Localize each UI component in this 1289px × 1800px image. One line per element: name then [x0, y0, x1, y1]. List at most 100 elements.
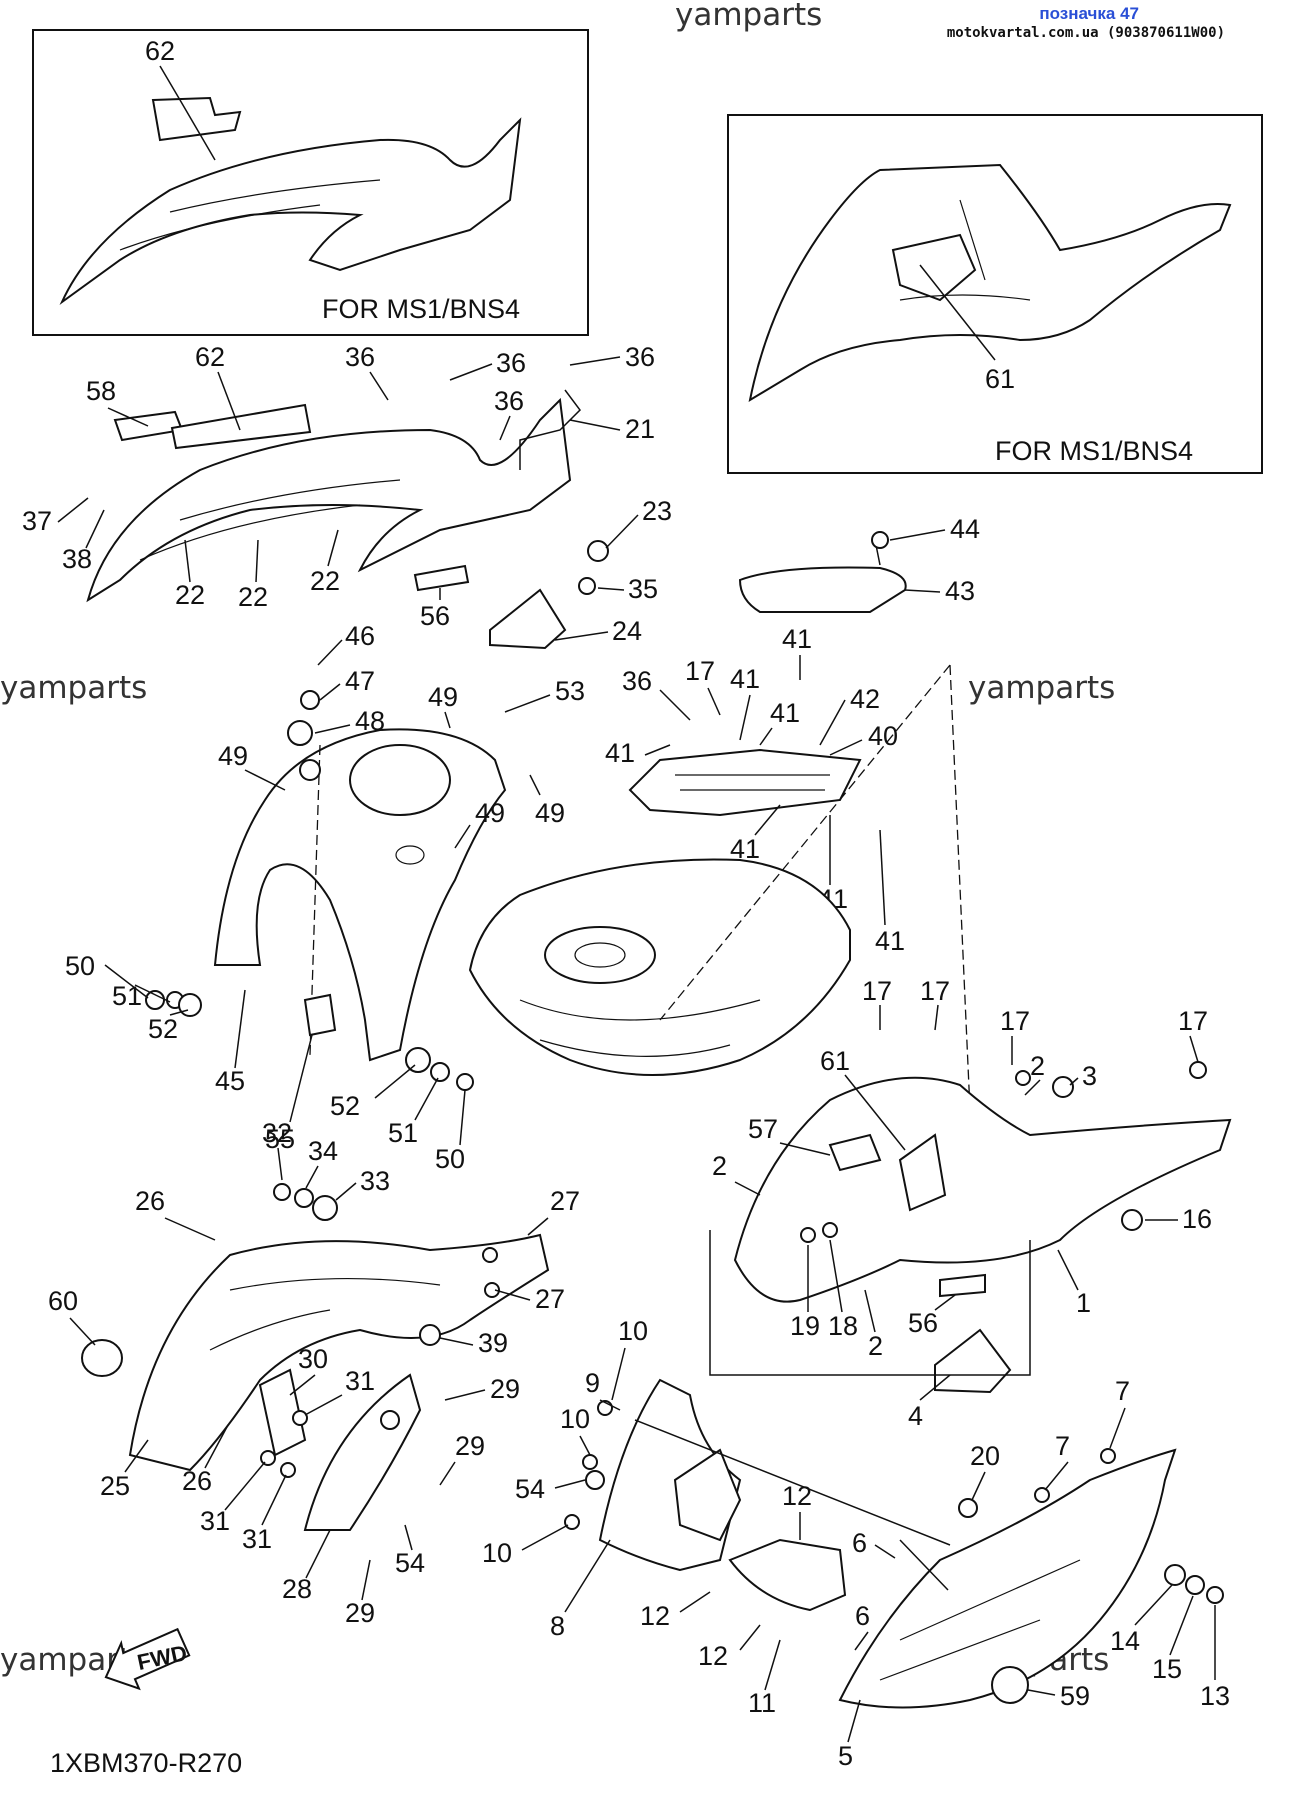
callout-46: 46 — [345, 621, 375, 651]
callout-61-inset: 61 — [985, 364, 1015, 394]
callout-61: 61 — [820, 1046, 850, 1076]
callout-10-b: 10 — [560, 1404, 590, 1434]
callout-49-d: 49 — [475, 798, 505, 828]
callout-60: 60 — [48, 1286, 78, 1316]
callout-54-b: 54 — [515, 1474, 545, 1504]
callout-22-c: 22 — [310, 566, 340, 596]
callout-59: 59 — [1060, 1681, 1090, 1711]
callout-31-c: 31 — [242, 1524, 272, 1554]
callout-6-a: 6 — [852, 1528, 867, 1558]
left-under-cover-assembly — [81, 1183, 550, 1531]
callout-39: 39 — [478, 1328, 508, 1358]
callout-17-d: 17 — [1000, 1006, 1030, 1036]
callout-2-a: 2 — [1030, 1051, 1045, 1081]
watermark-left: yamparts — [0, 670, 147, 706]
callout-55: 55 — [265, 1124, 295, 1154]
callout-19: 19 — [790, 1311, 820, 1341]
callout-52-a: 52 — [148, 1014, 178, 1044]
inset-box-left: 62 FOR MS1/BNS4 — [32, 29, 589, 336]
callout-62: 62 — [195, 342, 225, 372]
callout-12-c: 12 — [698, 1641, 728, 1671]
callout-36-b: 36 — [496, 348, 526, 378]
callout-34: 34 — [308, 1136, 338, 1166]
callout-53: 53 — [555, 676, 585, 706]
callout-27-b: 27 — [535, 1284, 565, 1314]
diagram-code: 1XBM370-R270 — [50, 1748, 242, 1778]
callout-29-b: 29 — [455, 1431, 485, 1461]
inset-caption-right: FOR MS1/BNS4 — [995, 436, 1193, 466]
callout-17-e: 17 — [1178, 1006, 1208, 1036]
callout-38: 38 — [62, 544, 92, 574]
callout-30: 30 — [298, 1344, 328, 1374]
page-marker-label: позначка 47 — [1039, 4, 1139, 23]
callout-41-g: 41 — [875, 926, 905, 956]
callout-35: 35 — [628, 574, 658, 604]
callout-44: 44 — [950, 514, 980, 544]
callout-4: 4 — [908, 1401, 923, 1431]
callout-41-a: 41 — [782, 624, 812, 654]
callout-29-c: 29 — [345, 1598, 375, 1628]
watermark-right: yamparts — [968, 670, 1115, 706]
callout-8: 8 — [550, 1611, 565, 1641]
callout-14: 14 — [1110, 1626, 1140, 1656]
callout-29-a: 29 — [490, 1374, 520, 1404]
callout-17-a: 17 — [685, 656, 715, 686]
callout-5: 5 — [838, 1741, 853, 1771]
callout-2-b: 2 — [712, 1151, 727, 1181]
callout-2-c: 2 — [868, 1331, 883, 1361]
callout-15: 15 — [1152, 1654, 1182, 1684]
callout-22-a: 22 — [175, 580, 205, 610]
callout-51-b: 51 — [388, 1118, 418, 1148]
callout-17-b: 17 — [862, 976, 892, 1006]
callout-12-b: 12 — [640, 1601, 670, 1631]
callout-49-a: 49 — [218, 741, 248, 771]
callout-11: 11 — [748, 1688, 776, 1718]
inset-caption-left: FOR MS1/BNS4 — [322, 294, 520, 324]
lower-cowl-assembly — [564, 1378, 1224, 1709]
callout-9: 9 — [585, 1368, 600, 1398]
source-site-text: motokvartal.com.ua (903870611W00) — [946, 25, 1225, 41]
callout-36-c: 36 — [625, 342, 655, 372]
callout-28: 28 — [282, 1574, 312, 1604]
callout-37: 37 — [22, 506, 52, 536]
callout-36-a: 36 — [345, 342, 375, 372]
callout-7-b: 7 — [1115, 1376, 1130, 1406]
callout-6-b: 6 — [855, 1601, 870, 1631]
callout-25: 25 — [100, 1471, 130, 1501]
callout-31-a: 31 — [345, 1366, 375, 1396]
callout-31-b: 31 — [200, 1506, 230, 1536]
callout-54-a: 54 — [395, 1548, 425, 1578]
callout-18: 18 — [828, 1311, 858, 1341]
callout-20: 20 — [970, 1441, 1000, 1471]
callout-27-a: 27 — [550, 1186, 580, 1216]
center-cover-assembly — [628, 531, 907, 817]
callout-41-d: 41 — [605, 738, 635, 768]
callout-16: 16 — [1182, 1204, 1212, 1234]
callout-49-b: 49 — [428, 682, 458, 712]
callout-36-d: 36 — [494, 386, 524, 416]
callout-52-b: 52 — [330, 1091, 360, 1121]
callout-36-e: 36 — [622, 666, 652, 696]
callout-13: 13 — [1200, 1681, 1230, 1711]
callout-33: 33 — [360, 1166, 390, 1196]
callout-10-c: 10 — [482, 1538, 512, 1568]
callout-41-b: 41 — [730, 664, 760, 694]
side-panel-assembly — [86, 389, 609, 650]
callout-3: 3 — [1082, 1061, 1097, 1091]
callout-12-a: 12 — [782, 1481, 812, 1511]
callout-21: 21 — [625, 414, 655, 444]
callout-56-a: 56 — [420, 601, 450, 631]
callout-57: 57 — [748, 1114, 778, 1144]
callout-26-b: 26 — [182, 1466, 212, 1496]
callout-48: 48 — [355, 706, 385, 736]
callout-56-b: 56 — [908, 1308, 938, 1338]
callout-1: 1 — [1076, 1288, 1091, 1318]
callout-45: 45 — [215, 1066, 245, 1096]
callout-26-a: 26 — [135, 1186, 165, 1216]
fwd-arrow-icon: FWD — [104, 1627, 191, 1691]
callout-50-b: 50 — [435, 1144, 465, 1174]
callout-24: 24 — [612, 616, 642, 646]
callout-47: 47 — [345, 666, 375, 696]
callout-7-a: 7 — [1055, 1431, 1070, 1461]
